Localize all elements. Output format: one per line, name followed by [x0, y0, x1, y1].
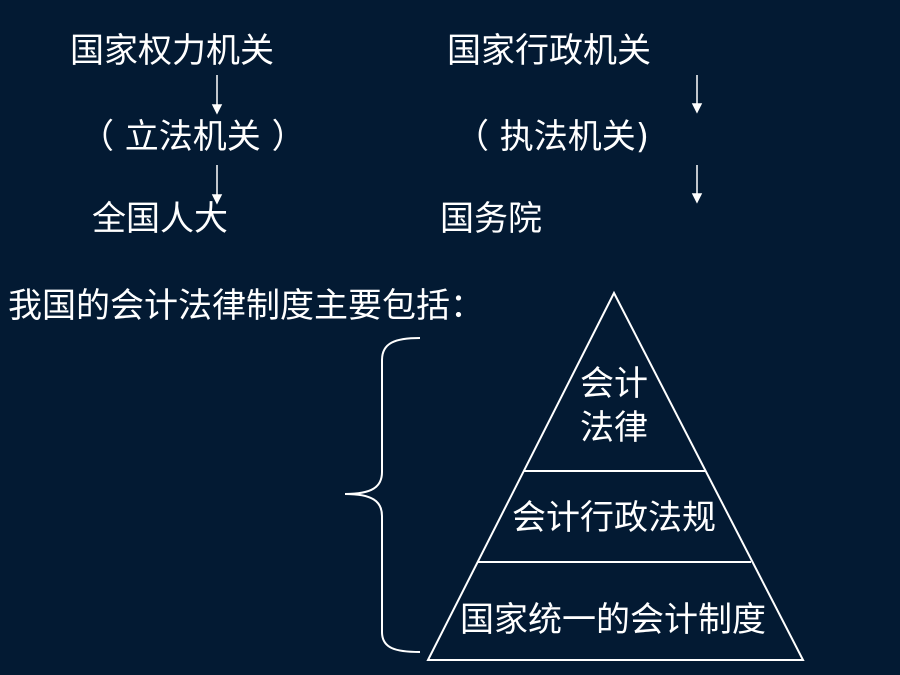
- legislative-organ-subtitle: （ 立法机关 ）: [80, 117, 306, 157]
- pyramid-outline: [426, 290, 805, 661]
- national-peoples-congress-label: 全国人大: [92, 199, 228, 239]
- pyramid: [426, 290, 805, 661]
- right-arrow-2: [691, 165, 703, 204]
- pyramid-level-accounting-law: 会计 法律: [580, 364, 648, 448]
- left-arrow-2: [211, 165, 223, 205]
- pyramid-level-unified-accounting-system: 国家统一的会计制度: [460, 600, 766, 640]
- pyramid-level-administrative-regulations: 会计行政法规: [512, 498, 716, 538]
- legislative-organ-title: 国家权力机关: [70, 31, 274, 71]
- state-council-label: 国务院: [440, 199, 542, 239]
- right-arrow-1: [691, 75, 703, 114]
- curly-brace: [344, 337, 421, 653]
- administrative-organ-title: 国家行政机关: [447, 31, 651, 71]
- intro-heading: 我国的会计法律制度主要包括：: [8, 286, 484, 326]
- administrative-organ-subtitle: （ 执法机关): [455, 117, 650, 157]
- left-arrow-1: [211, 75, 223, 115]
